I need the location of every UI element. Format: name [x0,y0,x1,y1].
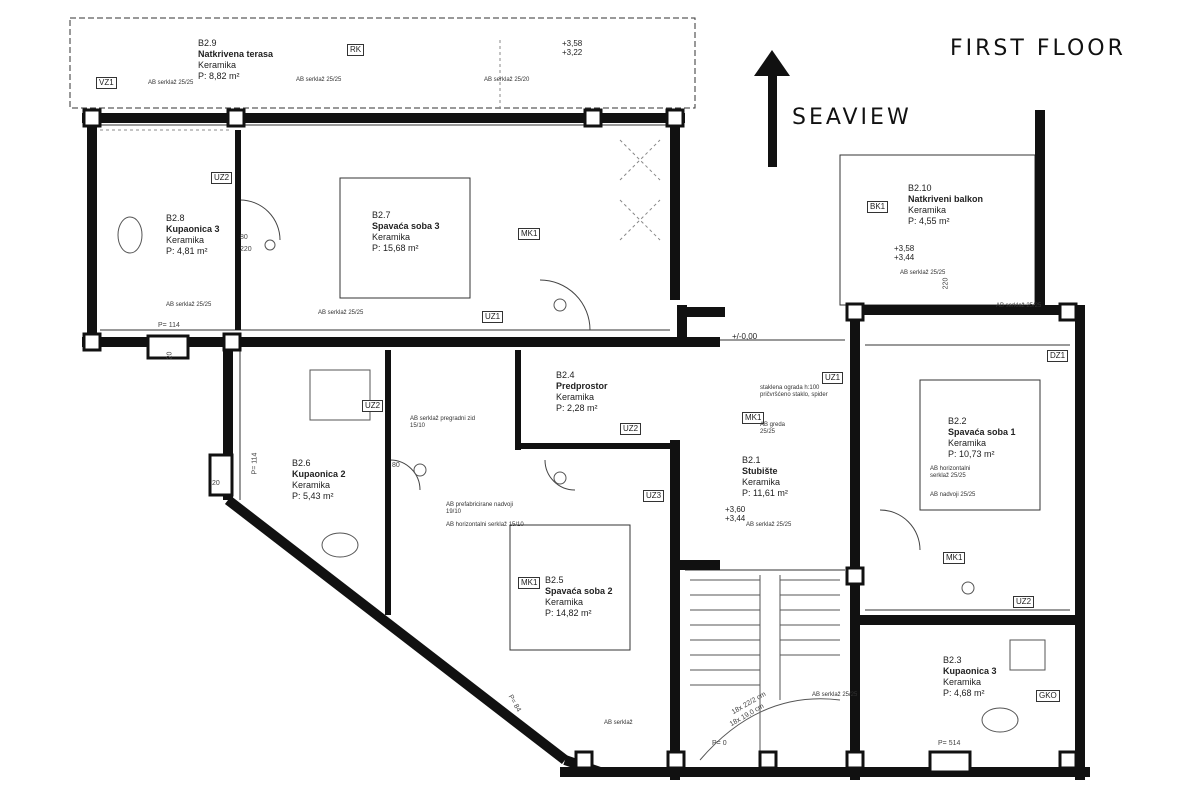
tag-uz2-b: UZ2 [362,400,384,412]
note-horizontalni-2: AB horizontalni serklaž 25/25 [930,466,971,479]
dim-20-b: 20 [166,351,174,360]
tag-mk1-d: MK1 [943,552,966,564]
note-serklaz-3: AB serklaž 25/20 [484,77,530,83]
note-serklaz-4: AB serklaž 25/25 [166,302,212,308]
tag-uz2-d: UZ2 [1013,596,1035,608]
tag-vz1: VZ1 [96,77,117,89]
level-lower: +3,44 [725,514,746,523]
note-serklaz-2: AB serklaž 25/25 [296,77,342,83]
note-serklaz-7: AB serklaž 25/25 [746,522,792,528]
note-serklaz-8: AB serklaž 25/25 [812,692,858,698]
tag-uz1: UZ1 [482,311,504,323]
level-terrace: +3,58+3,22 [562,39,582,57]
tag-uz2: UZ2 [211,172,233,184]
dim-p114-b: P= 114 [251,452,259,475]
note-nadvoji-2: AB nadvoji 25/25 [930,492,976,498]
columns [82,108,1078,774]
dim-20-a: 20 [212,480,220,487]
level-zero: +/-0,00 [732,332,757,341]
note-ograda: staklena ograda h:100 pričvršćeno staklo… [760,385,828,398]
level-stair: +3,60+3,44 [725,505,745,523]
door-swings [239,199,921,551]
tag-mk1-b: MK1 [742,412,765,424]
bed-room-1 [919,379,1041,511]
dim-80-a: 80 [240,234,248,241]
note-serklaz-10: AB serklaž [604,720,633,726]
dim-220-a: 220 [240,246,252,253]
level-upper: +/-0,00 [732,332,758,341]
bed-room-3 [339,177,471,299]
terrace-outline [69,17,696,109]
dim-p514: P= 514 [938,740,961,747]
balcony-outline [839,154,1036,306]
level-balcony: +3,58+3,44 [894,244,914,262]
note-greda: AB greda 25/25 [760,422,786,435]
level-upper: +3,58 [562,39,583,48]
dim-80-b: 80 [392,462,400,469]
level-lower: +3,22 [562,48,583,57]
orientation-label: SEAVIEW [792,105,912,130]
tag-gko: GKO [1036,690,1060,702]
dim-p0: P= 0 [712,740,727,747]
note-serklaz-5: AB serklaž 25/25 [318,310,364,316]
tag-dz1: DZ1 [1047,350,1069,362]
bed-room-2 [509,524,631,651]
level-upper: +3,58 [894,244,915,253]
tag-uz3: UZ3 [643,490,665,502]
level-upper: +3,60 [725,505,746,514]
note-serklaz-9: AB serklaž 25/25 [996,303,1042,309]
tag-rk: RK [347,44,365,56]
note-serklaz-1: AB serklaž 25/25 [148,80,194,86]
dim-220-b: 220 [942,277,950,290]
tag-bk1: BK1 [867,201,889,213]
tag-mk1-c: MK1 [518,577,541,589]
tag-uz1-b: UZ1 [822,372,844,384]
plan-title: FIRST FLOOR [950,36,1126,61]
tag-mk1: MK1 [518,228,541,240]
sanitary-fixtures [117,216,1046,733]
staircase-treads [690,575,841,761]
tag-uz2-c: UZ2 [620,423,642,435]
note-serklaz-6: AB serklaž 25/25 [900,270,946,276]
note-horizontalni: AB horizontalni serklaž 15/10 [446,522,524,528]
level-lower: +3,44 [894,253,915,262]
north-arrow-shaft [768,70,777,167]
note-nadvoji: AB prefabriciranе nadvoji 19/10 [446,502,514,515]
dim-p114-a: P= 114 [158,322,180,329]
note-pregradni: AB serklaž pregradni zid 15/10 [410,416,476,429]
